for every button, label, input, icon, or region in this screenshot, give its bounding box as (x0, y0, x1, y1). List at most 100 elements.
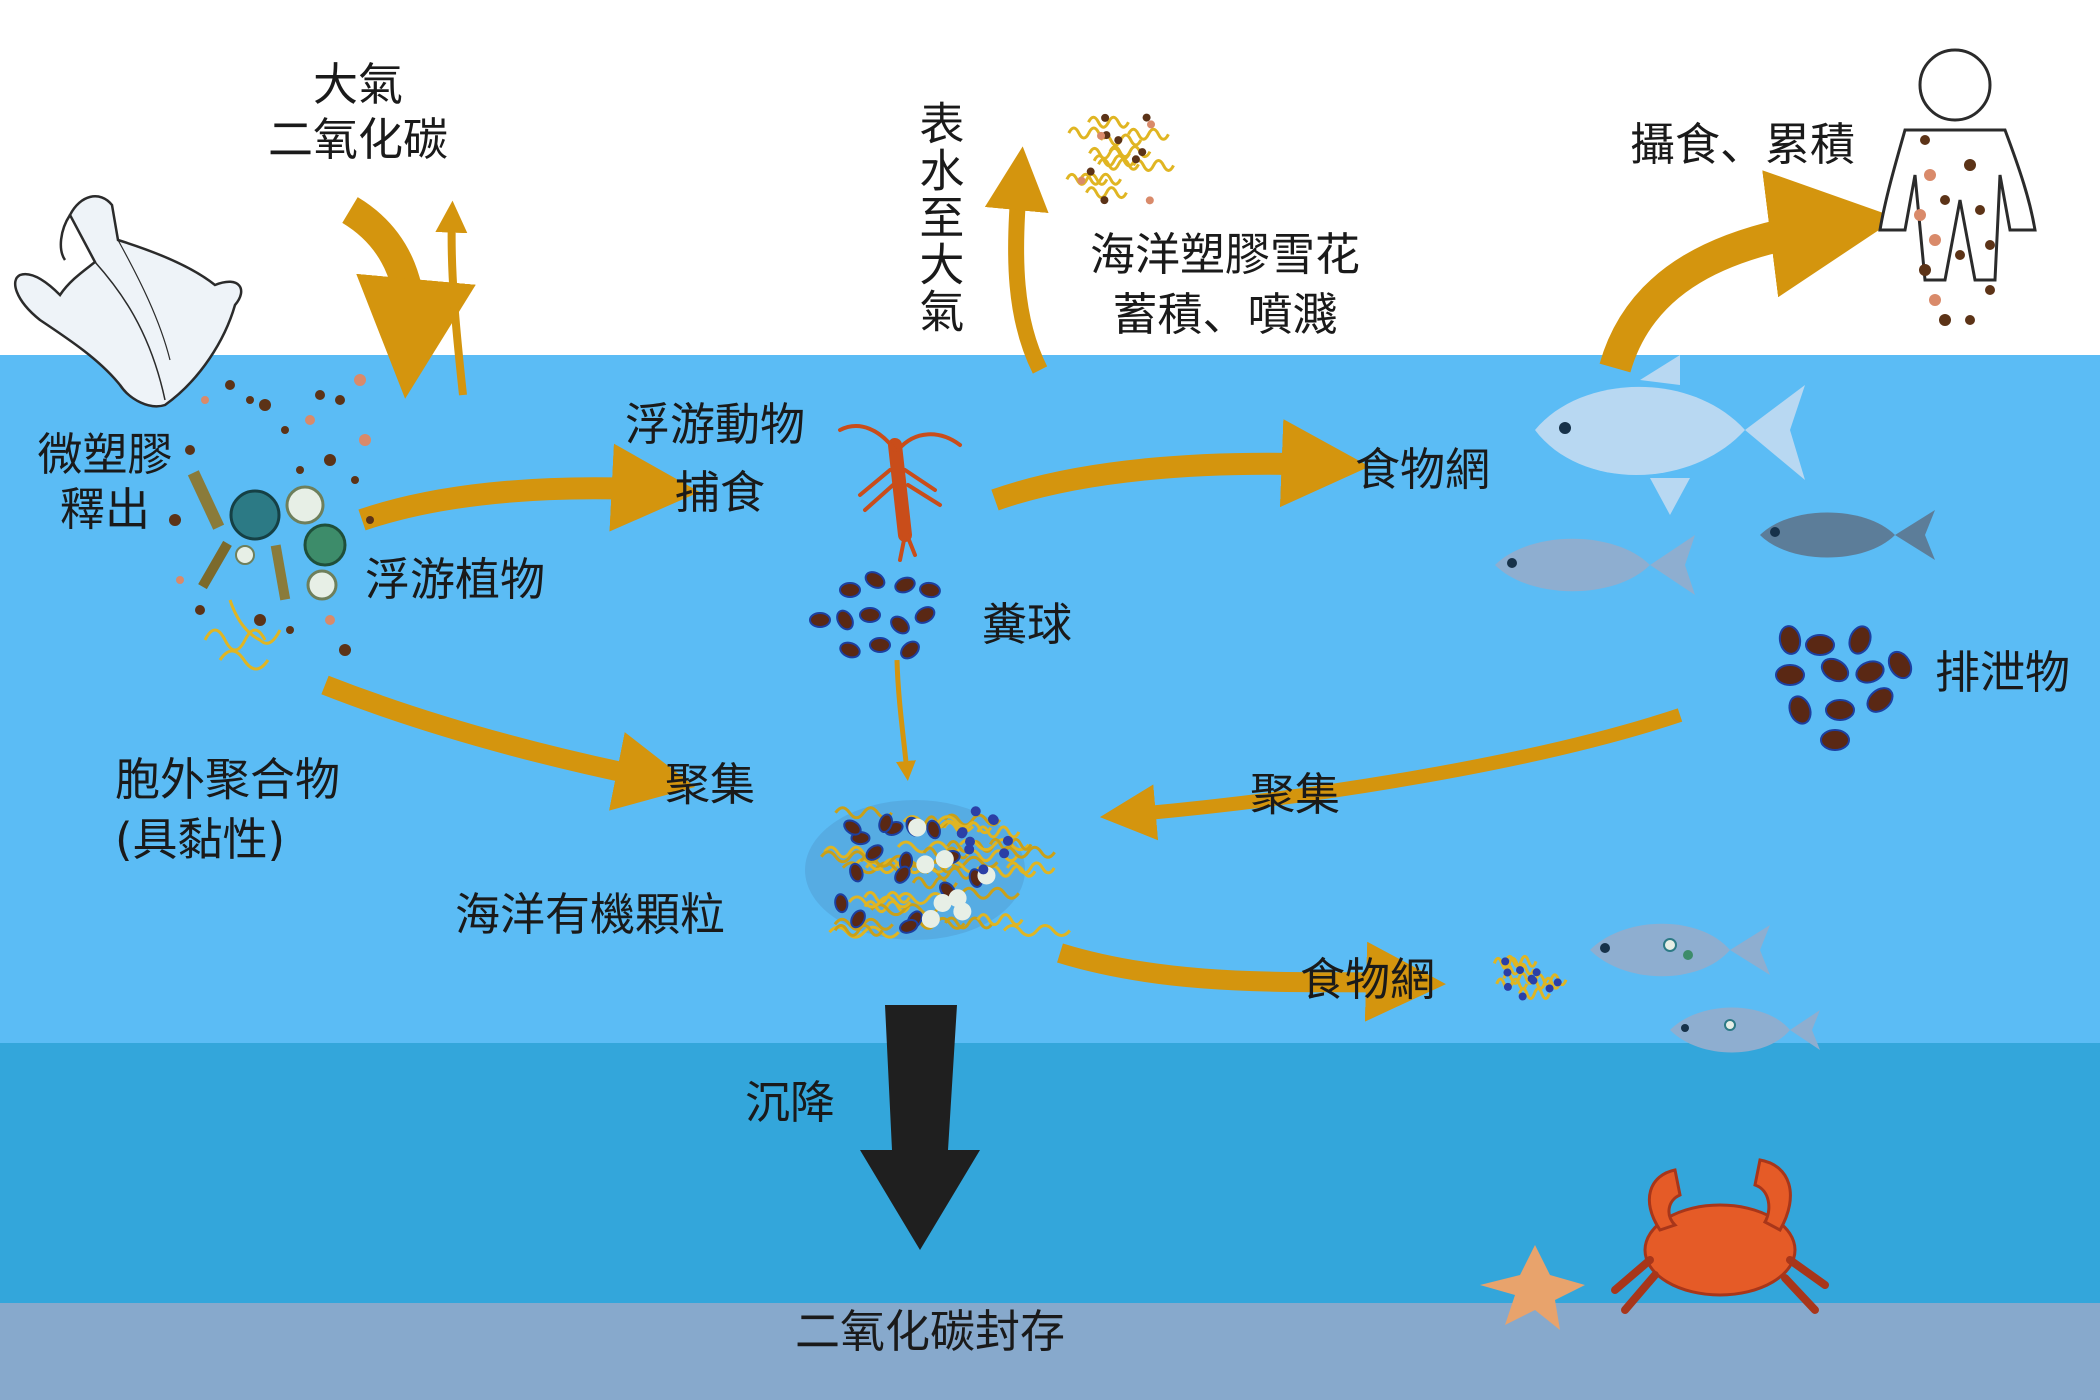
fecal-pellet (839, 582, 861, 598)
sea-snow-particle (1077, 176, 1086, 185)
aggregate-pellet (865, 844, 884, 861)
label-predation: 捕食 (675, 466, 765, 519)
sea-snow-particle (1131, 155, 1140, 164)
aggregate-blue-bead (999, 848, 1010, 859)
dark-fish-icon (1760, 510, 1935, 560)
aggregate-fiber (902, 815, 975, 829)
sea-snow-fiber (1092, 154, 1136, 168)
aggregate-blue-bead (988, 815, 999, 826)
aggregate-cell (948, 889, 967, 908)
fecal-pellet (890, 615, 910, 635)
co2-down-arrow (341, 197, 476, 399)
sea-snow-particle (1100, 196, 1109, 205)
aggregate-fiber (1000, 845, 1056, 859)
aggregate-fiber (1005, 861, 1056, 875)
aggregate-pellet (894, 865, 911, 884)
accumulated-dot (1965, 315, 1975, 325)
microplastic-dot (339, 644, 351, 656)
sea-snow-particle (1114, 136, 1123, 145)
label-eps-line1: 胞外聚合物 (115, 753, 340, 806)
excretion-pellet (1825, 699, 1855, 721)
label-food-web-lower: 食物網 (1300, 953, 1435, 1006)
label-fecal-pellets: 糞球 (982, 598, 1072, 651)
fecal-pellet (919, 581, 941, 599)
seabed-layer (0, 1303, 2100, 1400)
microplastic-dot (286, 626, 294, 634)
microplastic-dot (176, 576, 184, 584)
aggregate-cell (921, 909, 940, 928)
sea-snow-fiber (1079, 172, 1122, 186)
human-figure-icon (1878, 48, 2037, 282)
large-fish-icon (1535, 355, 1805, 515)
sea-snow-fiber (1087, 115, 1130, 129)
label-excretion: 排泄物 (1935, 646, 2070, 699)
accumulated-dot (1914, 209, 1926, 221)
sea-snow-particle (1138, 148, 1147, 157)
aggregate-fiber (828, 925, 900, 939)
aggregate-fiber (976, 913, 1024, 927)
label-atmosphere-co2-line1: 大氣 (313, 58, 403, 111)
accumulated-dot (1929, 234, 1941, 246)
diagram-labels: 大氣 二氧化碳 微塑膠 釋出 浮游植物 胞外聚合物 (具黏性) 浮游動物 捕食 … (37, 58, 2070, 1358)
microplastic-dot (315, 390, 325, 400)
marine-organic-particle-icon (805, 800, 1071, 940)
phytoplankton-cluster-icon (187, 470, 347, 671)
aggregate-cell (933, 893, 952, 912)
aggregate-cell (935, 850, 954, 869)
accumulated-microplastic-dots (1914, 135, 1995, 326)
microplastic-dot (354, 374, 366, 386)
microplastic-dot (305, 415, 315, 425)
microplastic-dot (351, 476, 359, 484)
accumulated-dot (1955, 250, 1965, 260)
accumulated-dot (1939, 314, 1951, 326)
accumulated-dot (1985, 285, 1995, 295)
small-fish-icon (1670, 1007, 1820, 1053)
aggregate-pellet (878, 813, 893, 834)
microplastic-dot (281, 426, 289, 434)
accumulated-dot (1919, 264, 1931, 276)
accumulated-dot (1929, 294, 1941, 306)
excretion-pellets-icon (1775, 625, 1913, 751)
fecal-pellet (864, 571, 886, 589)
medium-fish-icon (1495, 535, 1695, 595)
aggregate-pellet (843, 819, 862, 836)
sea-snow-fiber (1132, 159, 1175, 172)
label-aggregate-left: 聚集 (665, 758, 755, 811)
sea-snow-fiber (1065, 172, 1109, 186)
small-aggregate-bead (1501, 957, 1510, 966)
sea-snow-fiber (1127, 127, 1170, 141)
label-food-web-upper: 食物網 (1355, 443, 1490, 496)
fecal-pellet (809, 612, 831, 628)
label-eps-line2: (具黏性) (115, 813, 285, 866)
sea-snow-particle (1147, 120, 1156, 129)
accumulated-dot (1985, 240, 1995, 250)
microplastic-dot (296, 466, 304, 474)
small-particle-aggregate-icon (1492, 954, 1568, 1001)
zooplankton-icon (838, 424, 962, 562)
fecal-pellets-icon (809, 571, 941, 660)
fecal-pellet (836, 609, 854, 631)
aggregate-fiber (960, 886, 1020, 900)
aggregate-cell (908, 818, 927, 837)
aggregate-pellet (834, 893, 849, 914)
aggregate-blue-bead (978, 864, 989, 875)
microplastic-dot (359, 434, 371, 446)
sea-snow-fiber (1085, 186, 1128, 200)
accumulated-dot (1920, 135, 1930, 145)
small-aggregate-fiber (1504, 954, 1538, 968)
microplastic-dot (201, 396, 209, 404)
label-sea-snow-line2: 蓄積、噴濺 (1112, 288, 1337, 341)
accumulated-dot (1940, 195, 1950, 205)
label-aggregate-right: 聚集 (1250, 768, 1340, 821)
small-aggregate-bead (1527, 974, 1536, 983)
label-zooplankton: 浮游動物 (625, 398, 805, 451)
eps-to-particles-arrow (321, 675, 696, 811)
aggregate-blue-bead (970, 806, 981, 817)
microplastic-dot (325, 615, 335, 625)
small-aggregate-bead (1553, 978, 1562, 987)
sea-snow-particle (1101, 113, 1110, 122)
lower-fish-icon (1590, 923, 1770, 977)
microplastic-dot (324, 454, 336, 466)
sea-snow-fiber (1097, 157, 1140, 171)
